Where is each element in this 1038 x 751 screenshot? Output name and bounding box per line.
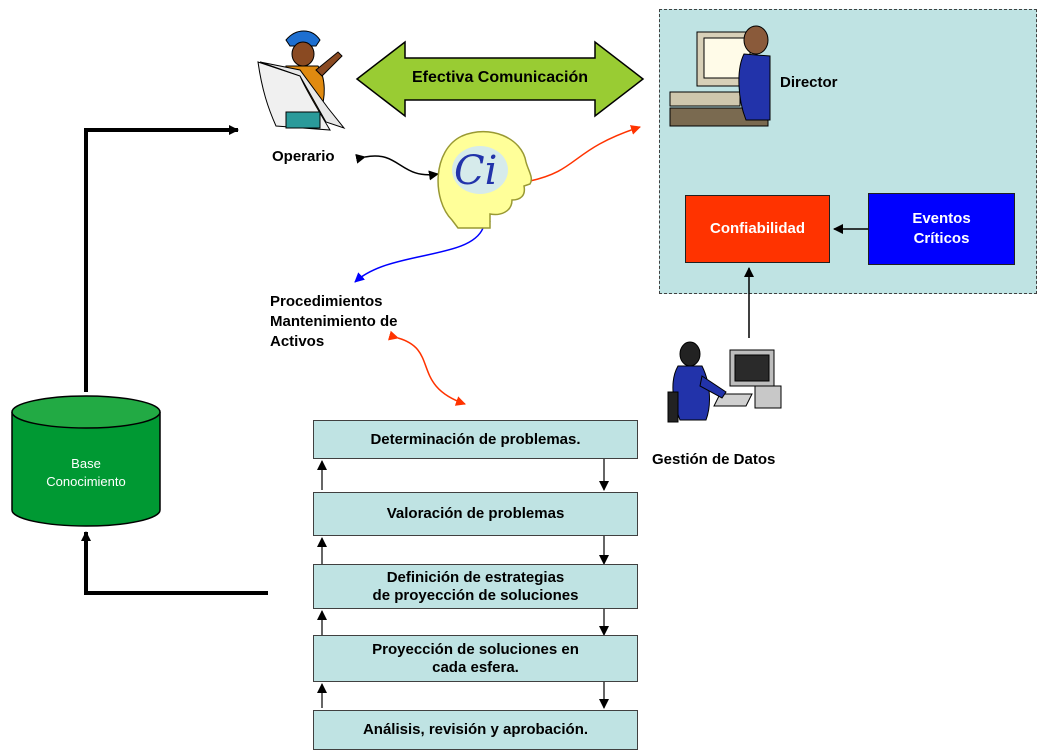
feedback-path-top <box>84 125 239 392</box>
base-conocimiento-label: Base Conocimiento <box>46 456 126 489</box>
ci-procedimientos-connector <box>354 217 492 283</box>
director-label: Director <box>780 74 838 91</box>
database-cylinder-icon <box>11 395 161 527</box>
operario-ci-connector <box>355 153 439 181</box>
ci-head-icon <box>437 131 533 229</box>
step-valoracion: Valoración de problemas <box>313 492 638 536</box>
step-determinacion: Determinación de problemas. <box>313 420 638 459</box>
procedimientos-steps-connector <box>387 330 466 406</box>
confiabilidad-box: Confiabilidad <box>685 195 830 263</box>
communication-label: Efectiva Comunicación <box>411 69 589 86</box>
data-operator-icon <box>667 341 782 423</box>
computer-director-icon <box>669 25 771 127</box>
ci-text: Ci <box>454 148 498 194</box>
procedimientos-label: Procedimientos Mantenimiento de Activos <box>270 293 398 350</box>
communication-double-arrow <box>355 40 645 118</box>
gestion-datos-label: Gestión de Datos <box>652 451 776 468</box>
worker-operario-icon <box>257 30 346 131</box>
feedback-path-bottom <box>81 531 268 595</box>
operario-label: Operario <box>272 148 335 165</box>
ci-director-connector <box>520 125 641 188</box>
eventos-criticos-box: Eventos Críticos <box>868 193 1015 265</box>
step-analisis: Análisis, revisión y aprobación. <box>313 710 638 750</box>
